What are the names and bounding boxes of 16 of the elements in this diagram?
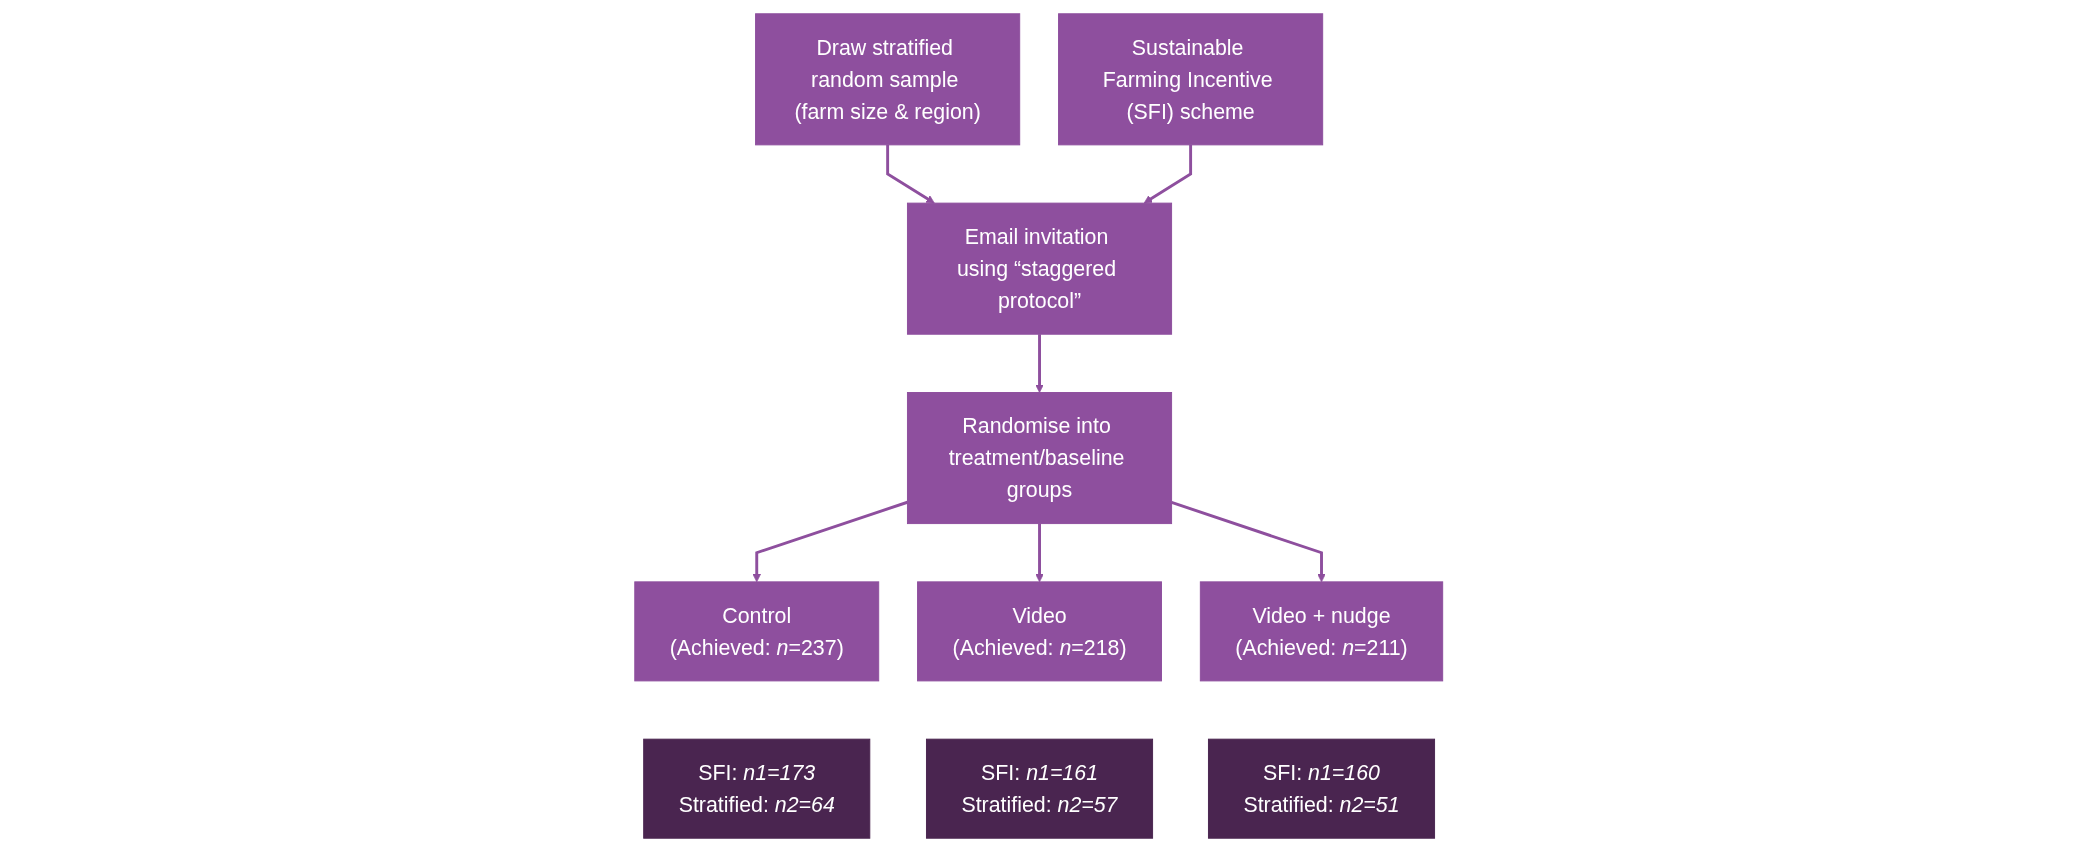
- node-box: Control (Achieved: n=237): [634, 580, 880, 681]
- arrow: [1035, 523, 1045, 582]
- node-box: Sustainable Farming Incentive (SFI) scheme: [1058, 12, 1324, 145]
- node-box: Email invitation using “staggered protocol”: [907, 202, 1173, 335]
- arrow: [1171, 500, 1327, 582]
- arrow: [886, 144, 935, 203]
- arrow: [1144, 144, 1193, 203]
- node-box: Draw stratified random sample (farm size & region): [755, 12, 1021, 145]
- node-box: SFI: n1=173 Stratified: n2=64: [643, 738, 871, 839]
- arrow: [1035, 333, 1045, 393]
- arrow: [752, 500, 909, 582]
- node-box: Video (Achieved: n=218): [917, 580, 1163, 681]
- node-box: SFI: n1=160 Stratified: n2=51: [1208, 738, 1436, 839]
- node-box: Video + nudge (Achieved: n=211): [1200, 580, 1444, 681]
- node-box: Randomise into treatment/baseline groups: [907, 391, 1173, 524]
- node-box: SFI: n1=161 Stratified: n2=57: [926, 738, 1154, 839]
